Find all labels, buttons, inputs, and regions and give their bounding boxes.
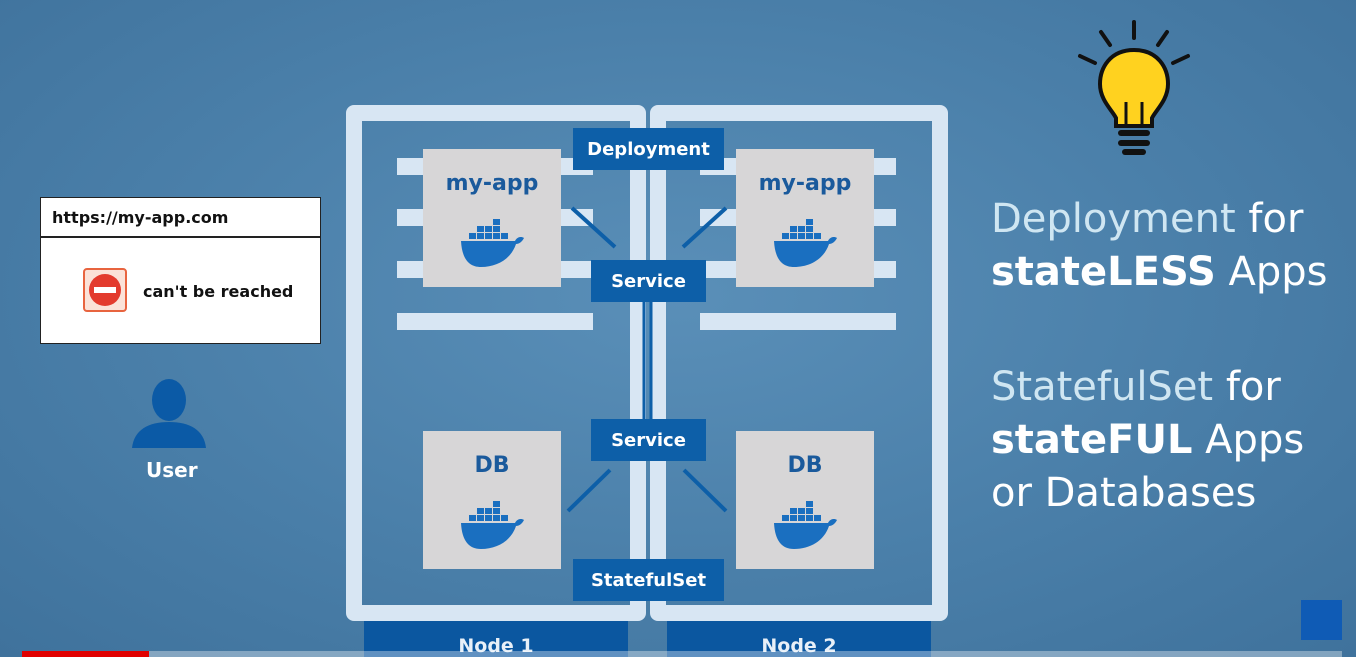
error-message: can't be reached bbox=[143, 282, 294, 301]
service-tag-bottom: Service bbox=[591, 419, 706, 461]
video-progress-played bbox=[22, 651, 149, 657]
docker-whale-icon bbox=[461, 219, 524, 267]
statefulset-note: StatefulSet for stateFUL Apps or Databas… bbox=[991, 361, 1304, 520]
deployment-tag: Deployment bbox=[573, 128, 724, 170]
network-stripe bbox=[700, 313, 896, 330]
note-line: or Databases bbox=[991, 470, 1257, 516]
note-line: Deployment for bbox=[991, 196, 1304, 242]
no-entry-icon bbox=[83, 268, 127, 316]
lightbulb-icon bbox=[1074, 18, 1198, 164]
docker-whale-icon bbox=[461, 501, 524, 549]
pod-my-app-right: my-app bbox=[736, 149, 874, 287]
browser-window: https://my-app.com can't be reached bbox=[40, 197, 321, 344]
note-line: stateLESS Apps bbox=[991, 249, 1328, 295]
docker-whale-icon bbox=[774, 501, 837, 549]
note-line: StatefulSet for bbox=[991, 364, 1281, 410]
pod-label: my-app bbox=[445, 171, 539, 196]
node-2-frame bbox=[650, 105, 948, 621]
pod-label: my-app bbox=[758, 171, 852, 196]
pod-db-left: DB bbox=[423, 431, 561, 569]
note-line: stateFUL Apps bbox=[991, 417, 1305, 463]
user-icon bbox=[130, 378, 208, 452]
docker-whale-icon bbox=[774, 219, 837, 267]
video-progress-bar[interactable] bbox=[22, 651, 1342, 657]
user-label: User bbox=[146, 458, 198, 482]
pod-link-line bbox=[570, 206, 617, 249]
node-1-frame bbox=[346, 105, 646, 621]
pod-link-line bbox=[682, 468, 728, 513]
browser-url-bar: https://my-app.com bbox=[41, 198, 320, 238]
pod-link-line bbox=[566, 468, 612, 513]
pod-label: DB bbox=[787, 453, 823, 478]
pod-label: DB bbox=[474, 453, 510, 478]
pod-db-right: DB bbox=[736, 431, 874, 569]
deployment-note: Deployment for stateLESS Apps bbox=[991, 193, 1328, 299]
service-tag-top: Service bbox=[591, 260, 706, 302]
pod-link-line bbox=[681, 206, 728, 249]
node-2-label: Node 2 bbox=[667, 621, 931, 657]
statefulset-tag: StatefulSet bbox=[573, 559, 724, 601]
pod-my-app-left: my-app bbox=[423, 149, 561, 287]
node-1-label: Node 1 bbox=[364, 621, 628, 657]
network-stripe bbox=[397, 313, 593, 330]
channel-badge-icon[interactable] bbox=[1301, 600, 1342, 640]
